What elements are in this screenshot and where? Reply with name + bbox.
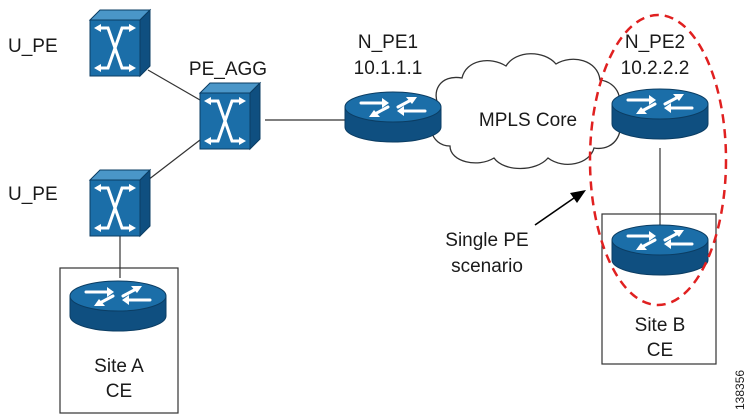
site-a-label-line1: Site A [94, 356, 144, 377]
n-pe2-router-icon [610, 87, 710, 141]
pe-agg-label: PE_AGG [189, 59, 267, 80]
n-pe1-name-label: N_PE1 [358, 32, 418, 53]
n-pe1-router-icon [343, 90, 443, 144]
n-pe2-name-label: N_PE2 [625, 32, 685, 53]
site-a-box [59, 267, 179, 414]
u-pe-bottom-switch-icon [88, 168, 152, 238]
link-upe-top-peagg [147, 69, 201, 101]
site-a-ce-router-icon [68, 279, 168, 333]
single-pe-highlight [588, 13, 728, 307]
u-pe-top-label: U_PE [8, 36, 58, 57]
single-pe-label-line2: scenario [451, 256, 523, 277]
u-pe-bottom-label: U_PE [8, 184, 58, 205]
site-a-label-line2: CE [106, 381, 132, 402]
pe-agg-switch-icon [198, 81, 262, 151]
site-b-ce-router-icon [610, 223, 710, 277]
figure-id: 138356 [733, 370, 747, 410]
link-upe-bottom-peagg [147, 139, 201, 181]
u-pe-top-switch-icon [88, 8, 152, 78]
n-pe2-ip-label: 10.2.2.2 [621, 58, 690, 79]
site-b-box [601, 213, 717, 365]
mpls-core-label: MPLS Core [479, 110, 577, 131]
single-pe-arrow [534, 197, 575, 226]
single-pe-label-line1: Single PE [445, 230, 528, 251]
site-b-label-line2: CE [647, 340, 673, 361]
site-b-label-line1: Site B [635, 315, 686, 336]
arrowhead-icon [570, 190, 586, 203]
n-pe1-ip-label: 10.1.1.1 [354, 58, 423, 79]
